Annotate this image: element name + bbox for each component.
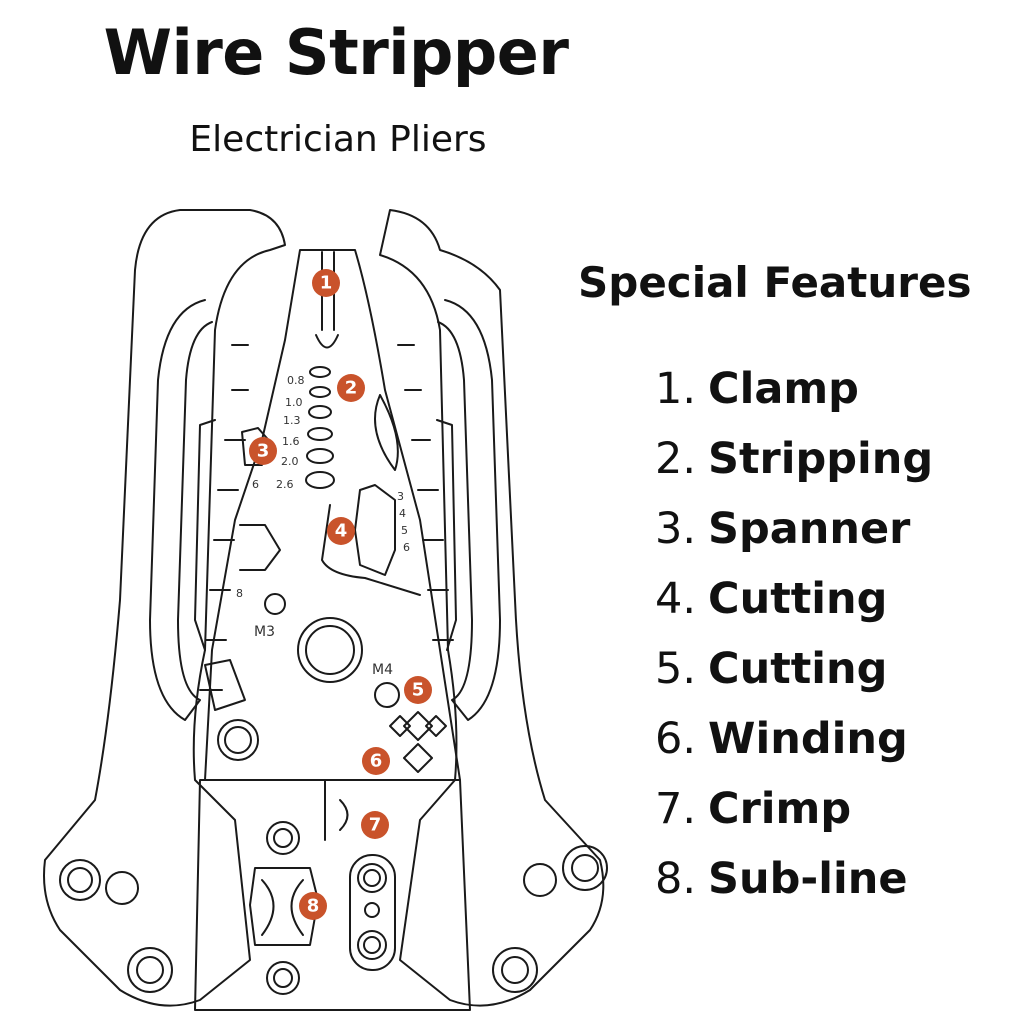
svg-text:7: 7: [369, 815, 382, 836]
gauge-label: 6: [403, 541, 410, 554]
m4-hole: [374, 682, 400, 708]
handle-slots: [199, 344, 454, 691]
gauge-label: 1.0: [285, 396, 303, 409]
left-handle: [43, 209, 286, 1007]
wire-stripper-diagram: 0.8 1.0 1.3 1.6 2.0 2.6 3 4 5 6 6 8 M3 M…: [43, 209, 608, 1011]
feature-label: Stripping: [708, 434, 934, 484]
svg-text:6: 6: [370, 751, 383, 772]
badge-2: 2: [337, 374, 365, 402]
features-list: 1.Clamp 2.Stripping 3.Spanner 4.Cutting …: [655, 366, 933, 926]
svg-text:3: 3: [257, 441, 270, 462]
gauge-label: 4: [399, 507, 406, 520]
feature-label: Winding: [708, 714, 908, 764]
feature-number: 4.: [655, 574, 697, 624]
feature-label: Crimp: [708, 784, 852, 834]
feature-label: Cutting: [708, 574, 888, 624]
gauge-label: 1.3: [283, 414, 301, 427]
feature-number: 7.: [655, 784, 697, 834]
winding-tool: [389, 711, 447, 773]
feature-item-spanner: 3.Spanner: [655, 506, 933, 576]
svg-text:8: 8: [307, 896, 320, 917]
crimp-die: [249, 867, 319, 946]
thread-label-m4: M4: [372, 662, 393, 678]
svg-text:1: 1: [320, 273, 333, 294]
cutting-blade: [354, 484, 396, 576]
feature-label: Cutting: [708, 644, 888, 694]
feature-item-sub-line: 8.Sub-line: [655, 856, 933, 926]
gauge-label: 2.6: [276, 478, 294, 491]
feature-label: Sub-line: [708, 854, 908, 904]
gauge-label: 3: [397, 490, 404, 503]
feature-number: 5.: [655, 644, 697, 694]
pivot-ring-outer: [297, 617, 363, 683]
page-subtitle: Electrician Pliers: [189, 119, 487, 160]
jaw-body: [204, 249, 461, 781]
badge-4: 4: [327, 517, 355, 545]
right-handle: [379, 209, 605, 1007]
feature-item-cutting-1: 4.Cutting: [655, 576, 933, 646]
gauge-label: 0.8: [287, 374, 305, 387]
svg-text:5: 5: [412, 680, 425, 701]
badge-3: 3: [249, 437, 277, 465]
page-title: Wire Stripper: [103, 16, 569, 89]
feature-number: 2.: [655, 434, 697, 484]
feature-item-cutting-2: 5.Cutting: [655, 646, 933, 716]
badge-8: 8: [299, 892, 327, 920]
crimp-body: [194, 779, 471, 1011]
spanner-size-label: 6: [252, 478, 259, 491]
pivot-bolts: [59, 845, 608, 993]
lock-lever: [204, 659, 246, 711]
feature-number: 1.: [655, 364, 697, 414]
badge-6: 6: [362, 747, 390, 775]
gauge-label: 5: [401, 524, 408, 537]
m3-hole: [264, 593, 286, 615]
feature-number: 3.: [655, 504, 697, 554]
thread-label-m3: M3: [254, 624, 275, 640]
feature-item-crimp: 7.Crimp: [655, 786, 933, 856]
gauge-right-labels: 3 4 5 6: [397, 490, 410, 554]
badge-5: 5: [404, 676, 432, 704]
feature-item-stripping: 2.Stripping: [655, 436, 933, 506]
svg-text:2: 2: [345, 378, 358, 399]
feature-label: Spanner: [708, 504, 911, 554]
gauge-label: 1.6: [282, 435, 300, 448]
feature-item-winding: 6.Winding: [655, 716, 933, 786]
badge-1: 1: [312, 269, 340, 297]
feature-number: 6.: [655, 714, 697, 764]
gauge-label: 2.0: [281, 455, 299, 468]
feature-item-clamp: 1.Clamp: [655, 366, 933, 436]
badge-7: 7: [361, 811, 389, 839]
feature-number: 8.: [655, 854, 697, 904]
spanner-size-label: 8: [236, 587, 243, 600]
gauge-left-labels: 0.8 1.0 1.3 1.6 2.0 2.6: [276, 374, 305, 491]
svg-text:4: 4: [335, 521, 348, 542]
stripping-holes: [305, 366, 335, 489]
feature-label: Clamp: [708, 364, 859, 414]
features-heading: Special Features: [578, 258, 972, 307]
